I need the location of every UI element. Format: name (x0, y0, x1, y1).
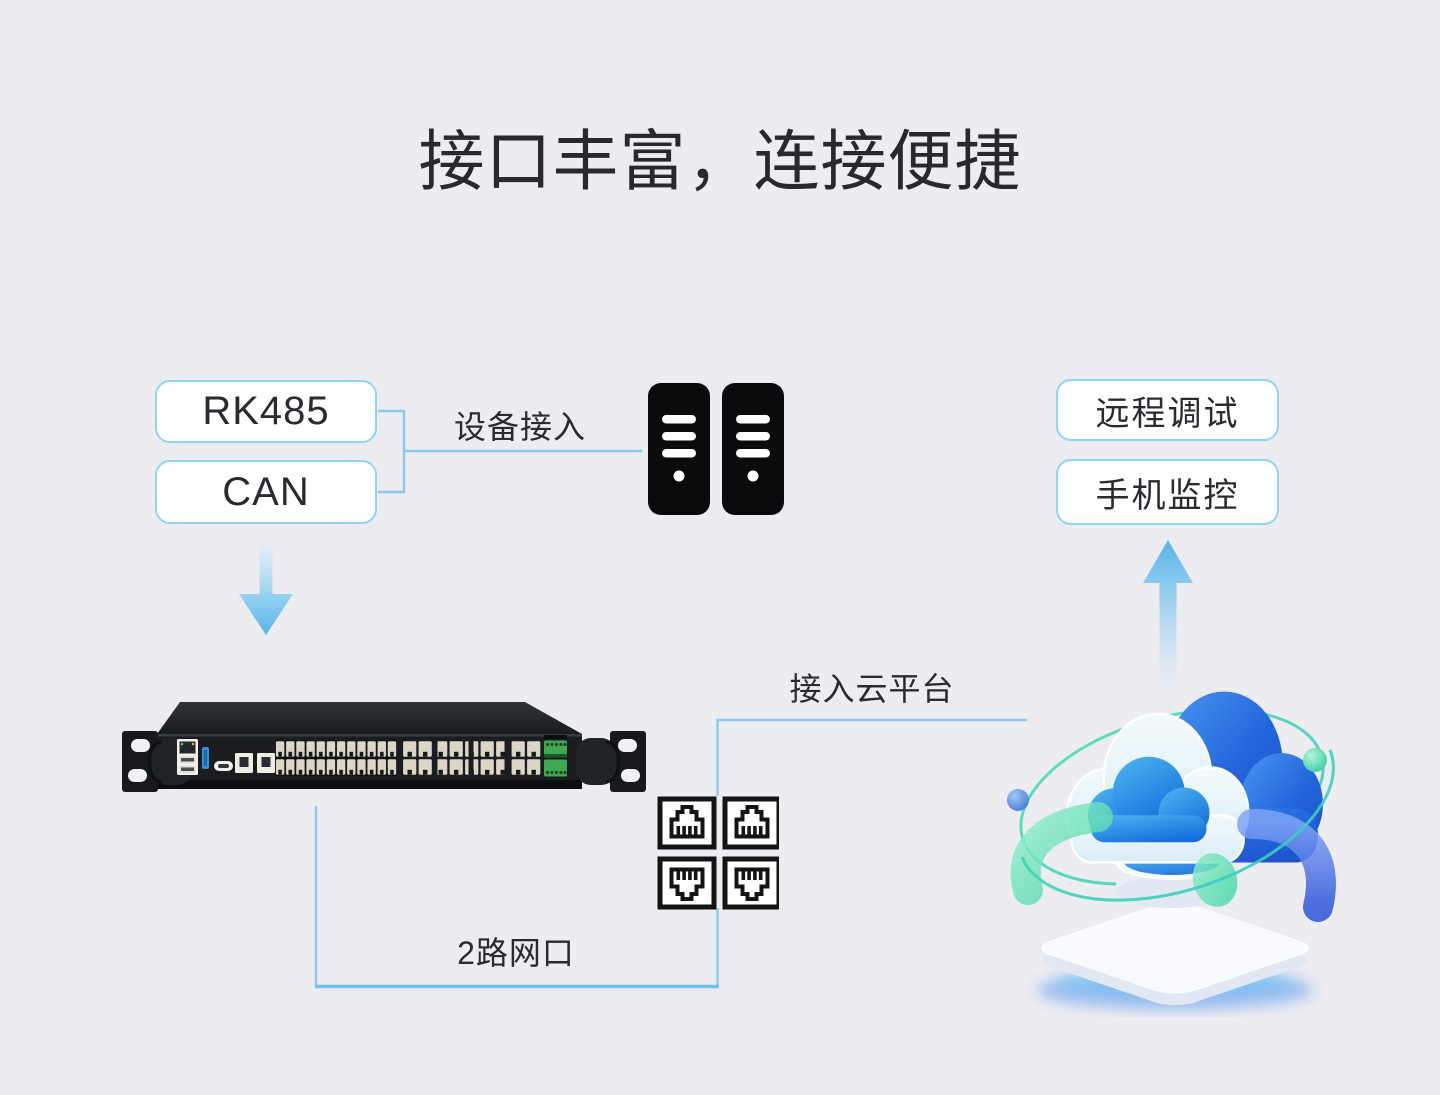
ethernet-port-icon (660, 799, 714, 847)
cloud-platform-illustration (1007, 691, 1336, 1010)
feature-box-phone-monitor-label: 手机监控 (1095, 476, 1240, 515)
feature-box-remote-debug-label: 远程调试 (1095, 394, 1240, 433)
down-arrow-icon (239, 544, 293, 635)
ethernet-port-icon-grid (657, 796, 779, 910)
rackmount-switch-image (122, 702, 646, 792)
server-towers-icon (648, 383, 784, 515)
io-box-can-label: CAN (222, 469, 310, 514)
label-two-ports: 2路网口 (457, 935, 575, 971)
feature-box-phone-monitor: 手机监控 (1056, 459, 1279, 525)
feature-box-remote-debug: 远程调试 (1056, 379, 1279, 441)
up-arrow-icon (1143, 540, 1193, 702)
label-cloud-access: 接入云平台 (789, 671, 955, 707)
ethernet-port-icon (725, 859, 779, 907)
page-title: 接口丰富，连接便捷 (418, 124, 1022, 198)
label-device-access: 设备接入 (453, 409, 586, 445)
io-box-rk485: RK485 (155, 380, 377, 443)
ethernet-port-icon (660, 859, 714, 907)
ethernet-port-icon (725, 799, 779, 847)
io-box-rk485-label: RK485 (202, 389, 330, 433)
io-box-can: CAN (155, 460, 377, 524)
